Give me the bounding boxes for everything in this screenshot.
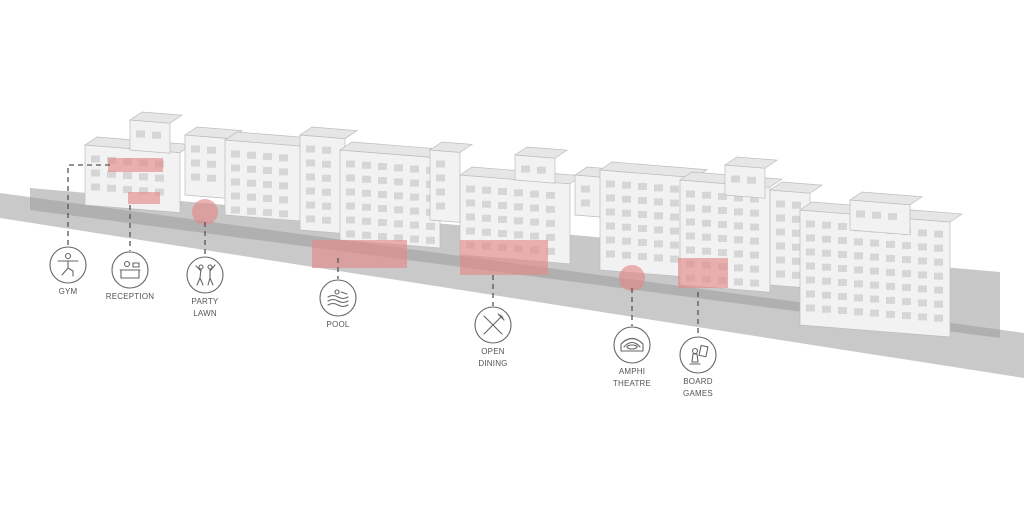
building (723, 156, 779, 199)
icon-ring (679, 336, 717, 374)
amenity-highlights (108, 158, 728, 291)
yoga-figure-icon (57, 252, 79, 277)
amenity-highlight-zone (312, 240, 407, 268)
building (428, 141, 474, 223)
dancing-people-icon (195, 264, 216, 286)
amenity-label: PARTY (192, 297, 219, 306)
amenity-callout-party-lawn: PARTY LAWN (186, 222, 224, 318)
amenity-callout-reception: RECEPTION (106, 205, 154, 301)
amenity-label: POOL (326, 320, 349, 329)
amenity-label: THEATRE (613, 379, 651, 388)
building (183, 126, 244, 199)
amenity-label: LAWN (193, 309, 217, 318)
building (573, 166, 619, 218)
amenity-callout-open-dining: OPEN DINING (474, 275, 512, 368)
amenity-highlight-zone (192, 199, 218, 225)
amenity-label: GYM (59, 287, 78, 296)
building (223, 131, 319, 222)
amenity-callout-board-games: BOARD GAMES (679, 292, 717, 398)
amenity-callouts: GYM RECEPTION PARTY LAWN POOL OPEN DINING AMPHI… (49, 164, 717, 398)
building (598, 161, 709, 278)
fork-knife-icon (483, 313, 505, 335)
amenity-label: DINING (478, 359, 507, 368)
amenity-callout-amphi-theatre: AMPHI THEATRE (613, 288, 651, 388)
swimmer-icon (327, 289, 349, 308)
amenity-callout-gym: GYM (49, 164, 110, 296)
building (298, 126, 359, 234)
icon-ring (186, 256, 224, 294)
building (128, 111, 184, 154)
icon-ring (319, 279, 357, 317)
amenity-callout-pool: POOL (319, 258, 357, 329)
leader-line (67, 164, 110, 246)
reception-desk-icon (119, 260, 141, 279)
amenity-label: OPEN (481, 347, 504, 356)
chess-cards-icon (689, 344, 709, 365)
amenity-highlight-zone (108, 158, 163, 172)
amenity-label: RECEPTION (106, 292, 154, 301)
amenity-label: GAMES (683, 389, 713, 398)
building (848, 191, 924, 236)
amenity-highlight-zone (460, 240, 548, 275)
amenity-highlight-zone (678, 258, 728, 288)
amenity-highlight-zone (619, 265, 645, 291)
amenity-label: BOARD (683, 377, 712, 386)
amenity-label: AMPHI (619, 367, 645, 376)
amenity-highlight-zone (128, 192, 160, 204)
building (513, 146, 569, 184)
amphitheatre-icon (620, 337, 644, 352)
